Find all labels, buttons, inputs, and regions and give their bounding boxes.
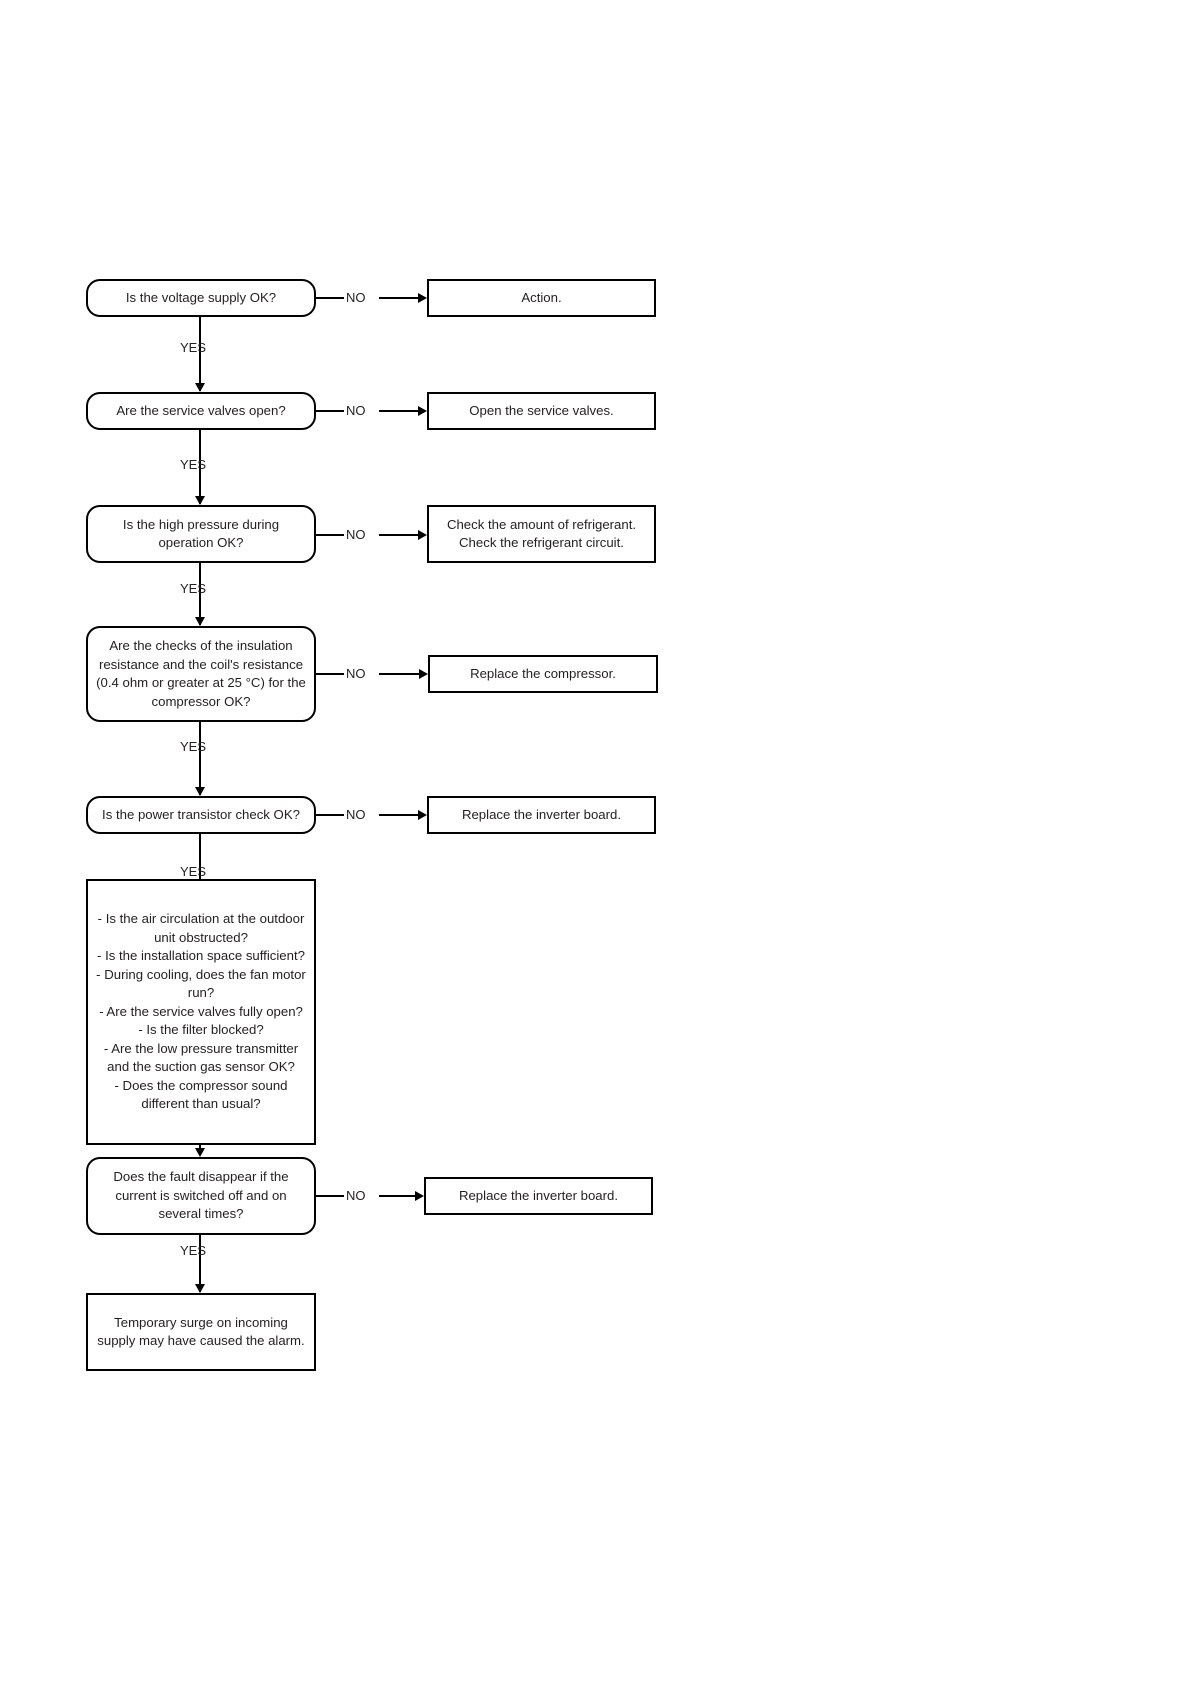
edge-no-valves-arrowhead (418, 406, 427, 416)
node-temporary-surge-conclusion[interactable]: Temporary surge on incoming supply may h… (86, 1293, 316, 1371)
edge-label-no-insulation: NO (346, 666, 366, 681)
node-replace-inverter-board-second[interactable]: Replace the inverter board. (424, 1177, 653, 1215)
edge-yes-fault-arrowhead (195, 1284, 205, 1293)
edge-label-yes-valves: YES (180, 457, 207, 472)
edge-no-valves-line-a (316, 410, 344, 412)
edge-yes-pressure-arrowhead (195, 617, 205, 626)
node-is-power-transistor-check-ok[interactable]: Is the power transistor check OK? (86, 796, 316, 834)
edge-no-fault-line-a (316, 1195, 344, 1197)
edge-no-transistor-line-b (379, 814, 419, 816)
edge-no-transistor-line-a (316, 814, 344, 816)
edge-checklist-to-fault-line (199, 1145, 201, 1150)
edge-label-no-voltage: NO (346, 290, 366, 305)
edge-no-fault-arrowhead (415, 1191, 424, 1201)
node-label: Temporary surge on incoming supply may h… (97, 1314, 305, 1349)
edge-yes-transistor-line (199, 834, 201, 879)
node-label: Does the fault disappear if the current … (113, 1169, 289, 1222)
edge-yes-insulation-arrowhead (195, 787, 205, 796)
node-action[interactable]: Action. (427, 279, 656, 317)
edge-no-insulation-line-a (316, 673, 344, 675)
node-replace-inverter-board-first[interactable]: Replace the inverter board. (427, 796, 656, 834)
edge-no-pressure-line-b (379, 534, 419, 536)
node-label: Action. (521, 289, 562, 305)
edge-no-voltage-line-b (379, 297, 419, 299)
edge-label-yes-transistor: YES (180, 864, 207, 879)
node-label: Replace the inverter board. (458, 1187, 619, 1203)
edge-label-no-transistor: NO (346, 807, 366, 822)
edge-no-insulation-arrowhead (419, 669, 428, 679)
edge-label-yes-insulation: YES (180, 739, 207, 754)
edge-label-yes-voltage: YES (180, 340, 207, 355)
node-open-the-service-valves[interactable]: Open the service valves. (427, 392, 656, 430)
edge-yes-valves-arrowhead (195, 496, 205, 505)
edge-no-insulation-line-b (379, 673, 420, 675)
node-are-service-valves-open[interactable]: Are the service valves open? (86, 392, 316, 430)
node-label: - Is the air circulation at the outdoor … (96, 911, 306, 1112)
edge-yes-valves-line (199, 430, 201, 504)
edge-label-no-fault: NO (346, 1188, 366, 1203)
node-label: Are the checks of the insulation resista… (96, 638, 306, 709)
node-label: Is the power transistor check OK? (102, 806, 300, 822)
node-troubleshooting-checklist[interactable]: - Is the air circulation at the outdoor … (86, 879, 316, 1145)
edge-checklist-to-fault-arrowhead (195, 1148, 205, 1157)
edge-label-yes-pressure: YES (180, 581, 207, 596)
edge-yes-fault-line (199, 1235, 201, 1292)
edge-no-fault-line-b (379, 1195, 416, 1197)
edge-label-no-pressure: NO (346, 527, 366, 542)
edge-label-no-valves: NO (346, 403, 366, 418)
node-label: Are the service valves open? (116, 402, 286, 418)
node-label: Check the amount of refrigerant. Check t… (446, 516, 637, 551)
node-replace-the-compressor[interactable]: Replace the compressor. (428, 655, 658, 693)
edge-no-voltage-line-a (316, 297, 344, 299)
node-check-refrigerant[interactable]: Check the amount of refrigerant. Check t… (427, 505, 656, 563)
node-label: Is the voltage supply OK? (125, 289, 277, 305)
node-is-voltage-supply-ok[interactable]: Is the voltage supply OK? (86, 279, 316, 317)
edge-no-pressure-arrowhead (418, 530, 427, 540)
node-does-fault-disappear[interactable]: Does the fault disappear if the current … (86, 1157, 316, 1235)
node-label: Open the service valves. (469, 402, 614, 418)
edge-yes-voltage-line (199, 317, 201, 391)
edge-yes-pressure-line (199, 563, 201, 625)
edge-yes-insulation-line (199, 722, 201, 795)
edge-no-valves-line-b (379, 410, 419, 412)
node-label: Replace the inverter board. (461, 806, 622, 822)
node-insulation-resistance-check[interactable]: Are the checks of the insulation resista… (86, 626, 316, 722)
node-label: Is the high pressure during operation OK… (122, 516, 280, 551)
edge-no-pressure-line-a (316, 534, 344, 536)
edge-label-yes-fault: YES (180, 1243, 207, 1258)
edge-yes-voltage-arrowhead (195, 383, 205, 392)
node-label: Replace the compressor. (470, 665, 616, 681)
edge-no-voltage-arrowhead (418, 293, 427, 303)
edge-no-transistor-arrowhead (418, 810, 427, 820)
node-is-high-pressure-ok[interactable]: Is the high pressure during operation OK… (86, 505, 316, 563)
